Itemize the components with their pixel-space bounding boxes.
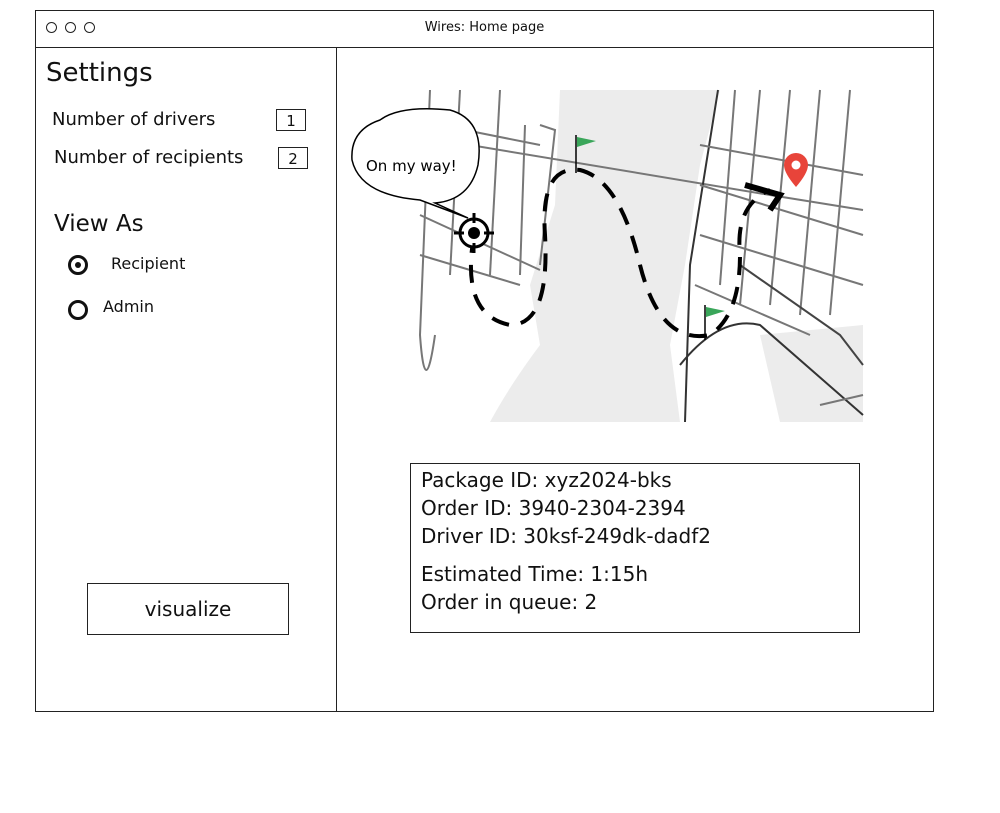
window-minimize-button[interactable] <box>65 22 76 33</box>
order-info-panel: Package ID: xyz2024-bks Order ID: 3940-2… <box>410 463 860 633</box>
radio-recipient[interactable] <box>68 255 88 275</box>
flag-icon <box>575 135 596 173</box>
recipients-input[interactable]: 2 <box>278 147 308 169</box>
speech-bubble: On my way! <box>351 108 480 219</box>
drivers-label: Number of drivers <box>52 109 216 130</box>
map-water <box>490 90 863 422</box>
recipients-label: Number of recipients <box>54 147 244 168</box>
driver-crosshair-icon <box>454 213 494 253</box>
window-title: Wires: Home page <box>424 20 545 35</box>
package-id: Package ID: xyz2024-bks <box>421 468 672 492</box>
flag-icon <box>704 305 725 340</box>
view-as-heading: View As <box>54 211 144 237</box>
estimated-time: Estimated Time: 1:15h <box>421 562 649 586</box>
location-pin-icon <box>784 153 808 187</box>
drivers-input[interactable]: 1 <box>276 109 306 131</box>
speech-bubble-text: On my way! <box>366 157 457 175</box>
radio-admin[interactable] <box>68 300 88 320</box>
delivery-map[interactable]: On my way! <box>340 85 870 430</box>
title-bar: Wires: Home page <box>36 11 933 48</box>
route-arrow <box>744 182 785 212</box>
radio-recipient-label: Recipient <box>111 254 186 273</box>
driver-id: Driver ID: 30ksf-249dk-dadf2 <box>421 524 711 548</box>
map-roads <box>418 89 864 423</box>
settings-heading: Settings <box>46 58 153 88</box>
window-close-button[interactable] <box>46 22 57 33</box>
order-id: Order ID: 3940-2304-2394 <box>421 496 686 520</box>
radio-admin-label: Admin <box>103 297 154 316</box>
app-window: Wires: Home page Settings Number of driv… <box>35 10 934 712</box>
order-in-queue: Order in queue: 2 <box>421 590 598 614</box>
visualize-button[interactable]: visualize <box>87 583 289 635</box>
window-maximize-button[interactable] <box>84 22 95 33</box>
settings-sidebar: Settings Number of drivers 1 Number of r… <box>36 48 337 711</box>
